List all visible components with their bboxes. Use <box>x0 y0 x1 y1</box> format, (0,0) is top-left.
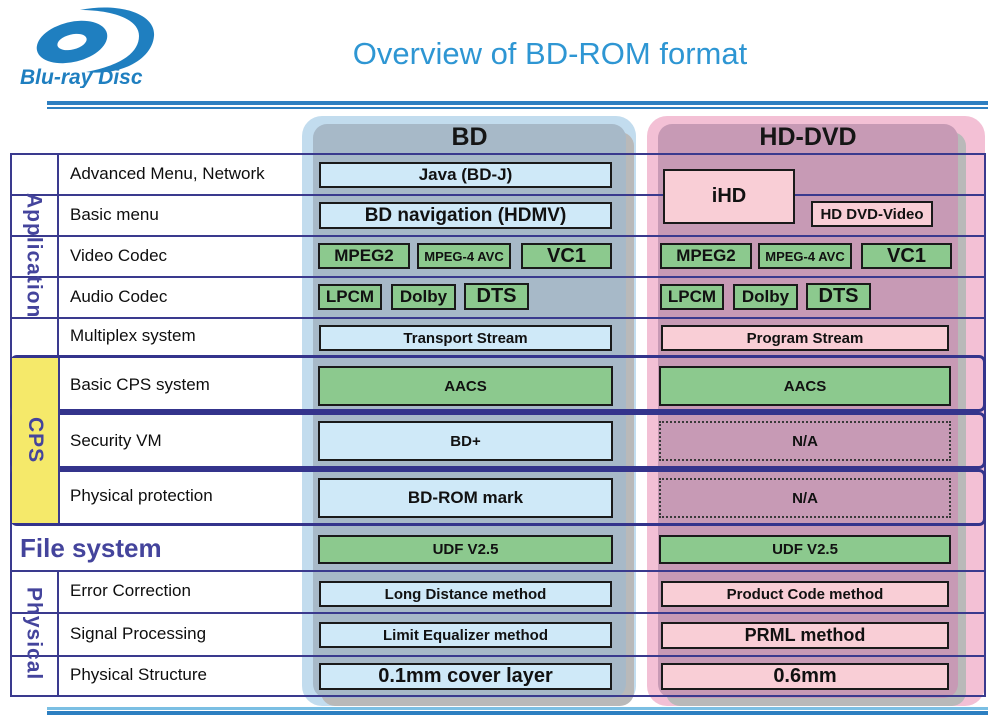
row-label-basic-cps: Basic CPS system <box>70 375 210 394</box>
cell-bd-rom-mark: BD-ROM mark <box>318 478 613 518</box>
cell-bd-dts: DTS <box>464 283 529 310</box>
cps-outline-physicalprotection <box>10 469 986 526</box>
cell-bd-limit-equalizer: Limit Equalizer method <box>319 622 612 648</box>
bluray-logo: Blu-ray Disc <box>20 4 160 89</box>
cell-hd-program-stream: Program Stream <box>661 325 949 351</box>
cell-bd-mpeg2: MPEG2 <box>318 243 410 269</box>
label-column-divider <box>57 570 59 697</box>
cell-bd-navigation: BD navigation (HDMV) <box>319 202 612 229</box>
section-cps: CPS <box>24 417 47 464</box>
row-label-error-correction: Error Correction <box>70 581 191 600</box>
cell-hd-vc1: VC1 <box>861 243 952 269</box>
cell-bd-transport-stream: Transport Stream <box>319 325 612 351</box>
section-file-system: File system <box>20 532 162 563</box>
top-rule-thin <box>47 107 988 109</box>
cell-bd-long-distance: Long Distance method <box>319 581 612 607</box>
row-divider <box>12 655 984 657</box>
cell-hd-udf: UDF V2.5 <box>659 535 951 564</box>
cell-hd-mpeg2: MPEG2 <box>660 243 752 269</box>
row-label-basic-menu: Basic menu <box>70 204 159 224</box>
cps-outline-basic <box>10 355 986 412</box>
cell-bd-lpcm: LPCM <box>318 284 382 310</box>
section-physical: Physical <box>22 586 46 681</box>
row-divider <box>12 235 984 237</box>
row-label-physical-protection: Physical protection <box>70 486 213 505</box>
label-column-divider <box>57 153 59 358</box>
cell-hd-06mm: 0.6mm <box>661 663 949 690</box>
row-divider <box>12 317 984 319</box>
cell-hd-dvd-video: HD DVD-Video <box>811 201 933 227</box>
cell-bd-mpeg4avc: MPEG-4 AVC <box>417 243 511 269</box>
cell-hd-aacs: AACS <box>659 366 951 406</box>
cell-hd-lpcm: LPCM <box>660 284 724 310</box>
cell-hd-prml: PRML method <box>661 622 949 649</box>
cell-hd-product-code: Product Code method <box>661 581 949 607</box>
bottom-rule-thick <box>47 711 988 715</box>
row-divider <box>12 276 984 278</box>
section-application: Application <box>22 193 46 319</box>
cell-hd-dolby: Dolby <box>733 284 798 310</box>
cell-bd-vc1: VC1 <box>521 243 612 269</box>
logo-text: Blu-ray Disc <box>20 66 143 88</box>
bd-column-header: BD <box>451 122 488 151</box>
cell-bd-plus: BD+ <box>318 421 613 461</box>
cps-yellow-block <box>12 358 60 523</box>
cell-hd-securityvm-na: N/A <box>659 421 951 461</box>
row-label-video-codec: Video Codec <box>70 245 168 265</box>
page-title: Overview of BD-ROM format <box>352 36 748 71</box>
row-label-advanced-menu: Advanced Menu, Network <box>70 163 265 183</box>
row-label-multiplex: Multiplex system <box>70 326 196 345</box>
row-divider <box>12 612 984 614</box>
row-label-security-vm: Security VM <box>70 430 162 450</box>
hddvd-column-header: HD-DVD <box>759 122 857 151</box>
row-label-audio-codec: Audio Codec <box>70 286 168 306</box>
cell-bd-dolby: Dolby <box>391 284 456 310</box>
cell-hd-physicalprotection-na: N/A <box>659 478 951 518</box>
cps-outline-securityvm <box>10 412 986 469</box>
cell-hd-ihd: iHD <box>663 169 795 224</box>
row-label-physical-structure: Physical Structure <box>70 665 207 684</box>
cell-bd-udf: UDF V2.5 <box>318 535 613 564</box>
cell-bd-java: Java (BD-J) <box>319 162 612 188</box>
cell-bd-aacs: AACS <box>318 366 613 406</box>
row-divider <box>12 194 984 196</box>
top-rule-thick <box>47 101 988 105</box>
row-divider <box>12 570 984 572</box>
cell-hd-dts: DTS <box>806 283 871 310</box>
row-label-signal-processing: Signal Processing <box>70 623 207 643</box>
bottom-rule-light <box>47 707 988 710</box>
bluray-disc-icon: Blu-ray Disc <box>20 7 155 89</box>
cell-bd-cover-layer: 0.1mm cover layer <box>319 663 612 690</box>
cell-hd-mpeg4avc: MPEG-4 AVC <box>758 243 852 269</box>
